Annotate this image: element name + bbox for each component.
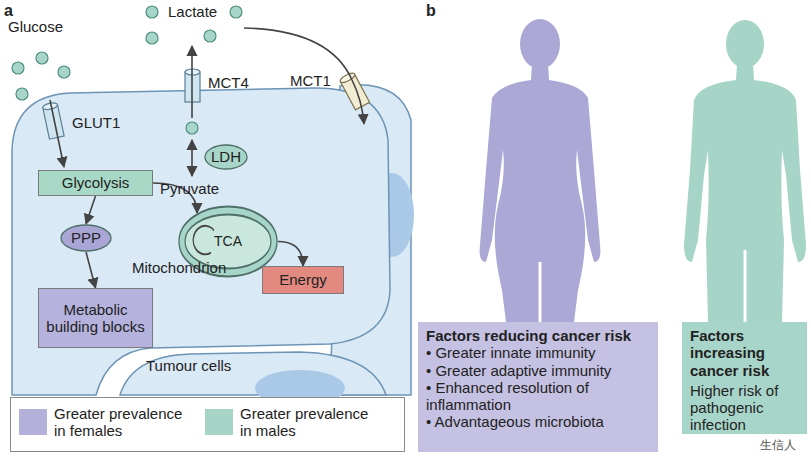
energy-box: Energy <box>262 266 344 294</box>
transporter-label: MCT1 <box>290 72 331 89</box>
node-text: Factors reducing cancer risk <box>426 327 631 344</box>
node-subtext: Higher risk of pathogenic infection <box>690 382 799 434</box>
legend-text: Greater prevalence in males <box>240 405 380 440</box>
mct4-arrow <box>191 46 193 118</box>
glucose-dots <box>12 52 70 100</box>
lactate-dots <box>146 6 242 134</box>
female-figure <box>480 19 601 322</box>
node-text: Factors increasing cancer risk <box>690 327 799 379</box>
lower-cell <box>120 352 386 395</box>
risk-panel: Factors reducing cancer risk• Greater in… <box>418 322 658 452</box>
legend-swatch <box>205 409 233 435</box>
transporter-label: GLUT1 <box>72 114 120 131</box>
enzyme-ellipse: LDH <box>204 144 248 170</box>
flow-arrow <box>86 196 96 224</box>
node-subtext: • Greater adaptive immunity <box>426 362 611 379</box>
risk-panel: Factors increasing cancer riskHigher ris… <box>682 322 807 434</box>
product-box: Metabolic building blocks <box>38 288 153 348</box>
ldh-arrow <box>191 140 193 176</box>
legend-text: Greater prevalence in females <box>54 405 194 440</box>
node-text: LDH <box>211 148 241 165</box>
legend-box: Greater prevalence in females Greater pre… <box>10 397 405 452</box>
male-figure <box>684 20 806 322</box>
molecule-label: Lactate <box>168 3 217 20</box>
pathway-ellipse: PPP <box>60 224 112 252</box>
node-subtext: Mitochondrion <box>132 259 226 276</box>
node-text: TCA <box>214 233 242 249</box>
node-text: Metabolic building blocks <box>39 301 152 336</box>
molecule-label: Pyruvate <box>160 180 219 197</box>
node-subtext: • Enhanced resolution of inflammation <box>426 379 650 414</box>
tumour-cell <box>12 88 390 395</box>
node-text: PPP <box>71 229 101 246</box>
mct1-transporter <box>339 71 370 109</box>
process-box: Glycolysis <box>38 170 153 196</box>
glut1-transporter <box>42 102 64 139</box>
molecule-label: Glucose <box>8 18 63 35</box>
watermark: 生信人 <box>760 439 796 453</box>
node-subtext: • Advantageous microbiota <box>426 413 604 430</box>
node-text: Glycolysis <box>62 174 130 191</box>
flow-arrow <box>86 252 96 288</box>
cell-label: Tumour cells <box>146 357 231 374</box>
legend-entry: Greater prevalence in females <box>19 405 194 440</box>
panel-letter: b <box>426 2 436 20</box>
panel-letter: a <box>4 2 13 20</box>
transporter-label: MCT4 <box>208 74 249 91</box>
legend-swatch <box>19 409 47 435</box>
legend-entry: Greater prevalence in males <box>205 405 380 440</box>
flow-arrow <box>278 242 303 267</box>
node-text: Energy <box>279 271 327 288</box>
mct1-arrow <box>244 28 364 124</box>
node-subtext: • Greater innate immunity <box>426 344 595 361</box>
glucose-arrow <box>50 100 64 167</box>
